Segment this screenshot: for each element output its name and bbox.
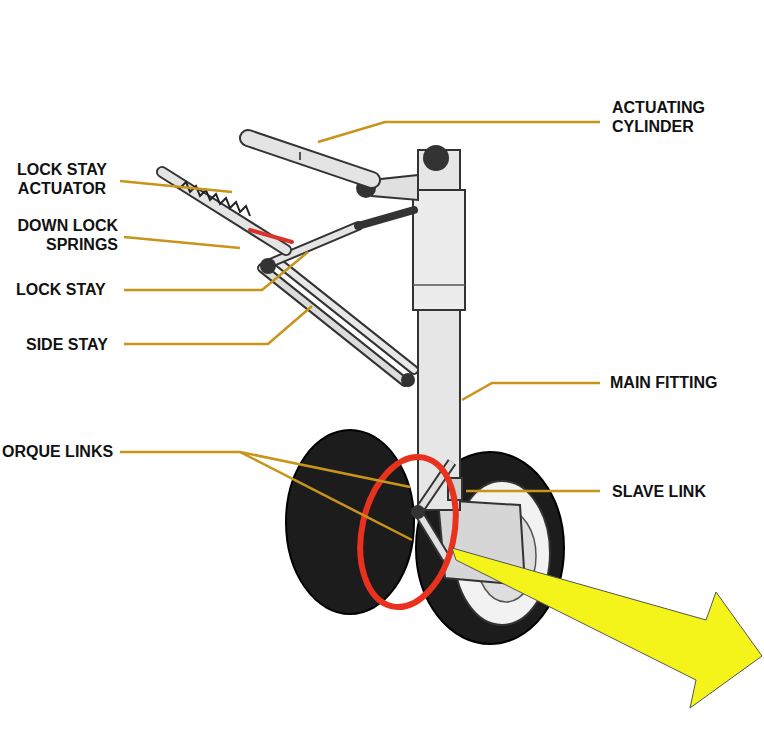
leader-line	[318, 122, 600, 142]
side-stay-outline	[262, 268, 405, 382]
leader-line	[124, 237, 240, 248]
part-label: DOWN LOCK SPRINGS	[8, 216, 118, 254]
leader-line	[466, 490, 600, 493]
part-label: SIDE STAY	[26, 335, 108, 354]
red-spring	[250, 230, 292, 242]
right-tire	[416, 452, 564, 644]
side-stay	[262, 268, 405, 382]
main-fitting-upper	[413, 190, 465, 310]
leader-line	[240, 452, 412, 540]
leader-line	[124, 306, 312, 344]
leader-line	[462, 383, 600, 400]
left-tire	[286, 430, 414, 614]
leader-lines	[120, 122, 600, 540]
part-label: ORQUE LINKS	[2, 442, 113, 461]
side-stay	[278, 262, 414, 370]
leader-line	[120, 181, 232, 192]
part-label: MAIN FITTING	[610, 373, 718, 392]
highlight-ellipse	[347, 448, 469, 616]
actuating-cylinder-outline	[248, 138, 372, 180]
fitting-seam	[413, 284, 465, 286]
lock-stay-link	[358, 210, 414, 226]
side-stay-outline	[278, 262, 414, 370]
stay-pivot	[401, 373, 415, 387]
pointer-arrow	[452, 548, 762, 708]
lock-stay-actuator-outline	[162, 172, 286, 250]
part-label: LOCK STAY	[16, 280, 106, 299]
stay-knee-joint	[260, 258, 276, 274]
part-label: LOCK STAY ACTUATOR	[12, 160, 112, 198]
torque-link-apex	[411, 505, 425, 519]
leader-line	[124, 252, 308, 290]
part-label: ACTUATING CYLINDER	[612, 98, 732, 136]
top-pivot-pin	[423, 145, 449, 171]
cylinder-seam	[299, 152, 301, 160]
lock-stay-actuator	[162, 172, 286, 250]
leader-line	[120, 452, 410, 487]
part-label: SLAVE LINK	[612, 482, 706, 501]
actuating-cylinder	[248, 138, 372, 180]
